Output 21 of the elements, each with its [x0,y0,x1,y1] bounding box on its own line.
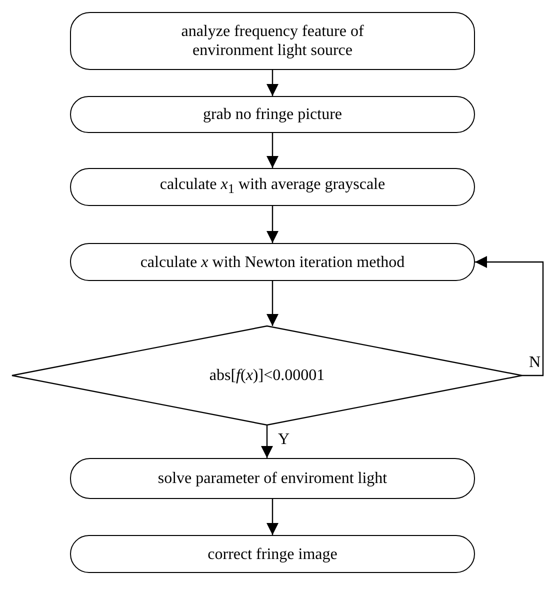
step-text: correct fringe image [208,544,338,564]
process-box [70,168,475,206]
step-text: calculate x$_{1}$ with average grayscale [160,175,386,199]
arrow [266,281,278,326]
decision-diamond [12,326,522,425]
step-text: abs[f(x)]<0.00001 [209,366,325,385]
arrow [266,499,278,535]
arrow [266,133,278,168]
arrow [266,70,278,96]
step-text: grab no fringe picture [202,105,342,124]
process-box [70,458,475,499]
process-box [70,243,475,281]
process-box [70,535,475,573]
arrow [261,425,273,458]
process-box [70,12,475,70]
step-text: analyze frequency feature of environment light source [180,22,365,60]
process-box [70,96,475,133]
arrow [266,206,278,243]
arrow [475,256,544,376]
step-text: calculate x with Newton iteration method [140,252,405,272]
step-text: solve parameter of enviroment light [158,469,388,488]
